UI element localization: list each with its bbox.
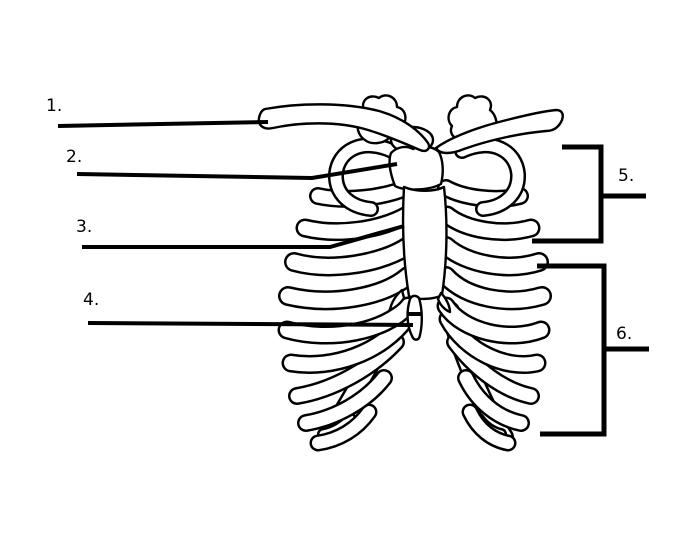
label-2-line	[76, 162, 398, 181]
cartilage-nub-left	[388, 288, 406, 312]
label-4-line	[87, 321, 414, 327]
bracket-5	[532, 144, 604, 244]
sternum-body	[401, 185, 448, 301]
label-2: 2.	[66, 147, 83, 167]
clavicle-right	[434, 108, 564, 155]
manubrium	[388, 145, 444, 191]
xiphoid-process	[406, 294, 423, 341]
label-4: 4.	[83, 290, 100, 310]
label-1-line	[57, 120, 269, 128]
label-6: 6.	[616, 324, 633, 344]
cartilage-nub-right	[436, 291, 452, 314]
ribs-left	[287, 188, 408, 443]
label-3-line	[82, 224, 405, 249]
label-1: 1.	[46, 96, 63, 116]
ribs-right	[446, 188, 542, 443]
label-3: 3.	[76, 217, 93, 237]
label-5: 5.	[618, 166, 635, 186]
